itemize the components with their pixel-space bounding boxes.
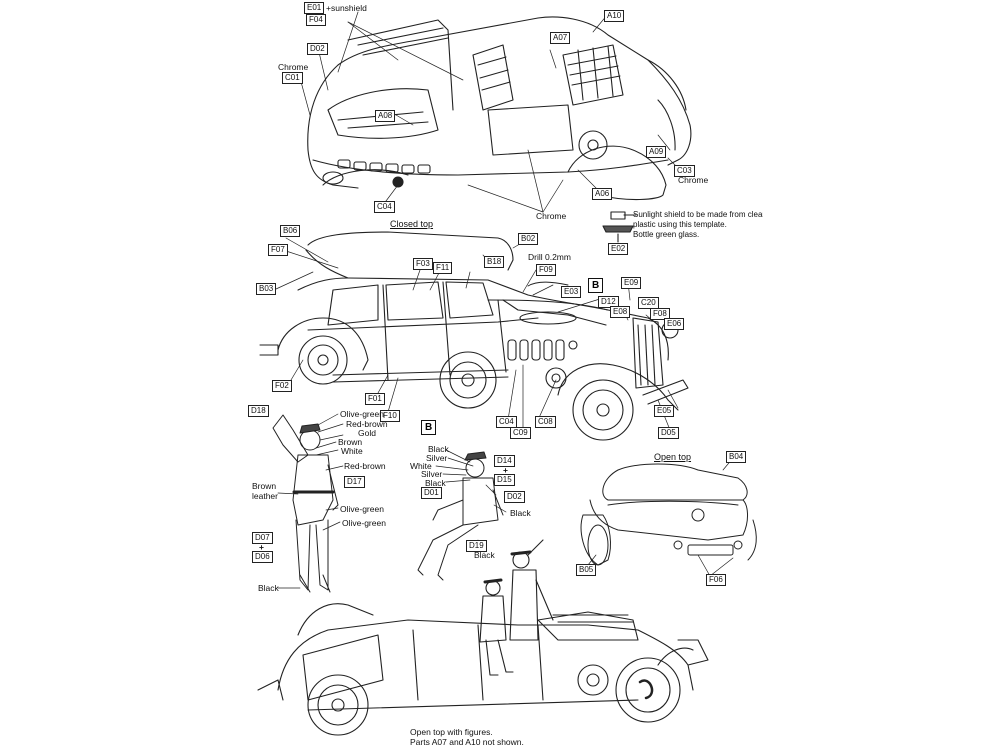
part-label: C03	[674, 165, 695, 177]
part-label: E09	[621, 277, 642, 289]
part-label: B04	[726, 451, 747, 463]
paint-note: Black	[425, 478, 446, 488]
paint-note: Brown	[338, 437, 363, 447]
instruction-sheet: E01 +sunshield F04 A10 A07 D02 Chrome C0…	[238, 0, 763, 750]
part-label: B06	[280, 225, 301, 237]
part-label: F07	[268, 244, 288, 256]
part-label: C01	[282, 72, 303, 84]
part-label: D19	[466, 540, 487, 552]
sunshield-template	[610, 211, 626, 220]
part-label: B18	[484, 256, 505, 268]
sunlight-note-line3: Bottle green glass.	[633, 230, 700, 239]
sunlight-note-line1: Sunlight shield to be made from clear	[633, 210, 763, 219]
paint-note: Black	[510, 508, 531, 518]
open-top-with-figures-drawing	[257, 539, 709, 736]
paint-note: Red-brown	[344, 461, 386, 471]
sunlight-note-line2: plastic using this template.	[633, 220, 727, 229]
part-label: C08	[535, 416, 556, 428]
part-label: A09	[646, 146, 667, 158]
sunshield-callout: +sunshield	[326, 3, 367, 13]
part-label: F09	[536, 264, 556, 276]
part-label: D02	[504, 491, 525, 503]
part-label: F08	[650, 308, 670, 320]
chrome-label: Chrome	[278, 62, 309, 72]
closed-top-drawing	[259, 231, 689, 441]
part-label: F04	[306, 14, 326, 26]
part-label: F06	[706, 574, 726, 586]
part-label: E01	[304, 2, 325, 14]
paint-note: Olive-green	[340, 504, 384, 514]
part-label: F10	[380, 410, 400, 422]
part-label: E02	[608, 243, 629, 255]
paint-note: Brown	[252, 481, 277, 491]
chrome-label: Chrome	[536, 211, 567, 221]
part-label: D15	[494, 474, 515, 486]
seated-driver-figure	[417, 451, 504, 581]
footer-line1: Open top with figures.	[410, 727, 493, 737]
part-label: E05	[654, 405, 675, 417]
part-label: C04	[374, 201, 395, 213]
part-label: D18	[248, 405, 269, 417]
paint-note: White	[410, 461, 432, 471]
part-label: D02	[307, 43, 328, 55]
part-label: B03	[256, 283, 277, 295]
part-label: C20	[638, 297, 659, 309]
paint-note: Red-brown	[346, 419, 388, 429]
part-label: C04	[496, 416, 517, 428]
marker-b: B	[421, 420, 437, 435]
paint-note: Black	[428, 444, 449, 454]
marker-b: B	[588, 278, 604, 293]
part-label: F01	[365, 393, 385, 405]
drill-note: Drill 0.2mm	[528, 252, 571, 262]
part-label: C09	[510, 427, 531, 439]
paint-note: Olive-green	[342, 518, 386, 528]
paint-note: Black	[258, 583, 279, 593]
part-label: D06	[252, 551, 273, 563]
part-label: E06	[664, 318, 685, 330]
open-top-title: Open top	[654, 452, 692, 462]
part-label: D01	[421, 487, 442, 499]
assembly-drawings	[257, 11, 757, 736]
paint-note: Silver	[426, 453, 448, 463]
paint-note: Gold	[358, 428, 376, 438]
plus-sign: +	[259, 542, 264, 552]
part-label: B02	[518, 233, 539, 245]
part-label: A07	[550, 32, 571, 44]
part-label: D05	[658, 427, 679, 439]
part-label: D14	[494, 455, 515, 467]
paint-note: Silver	[421, 469, 443, 479]
part-label: D12	[598, 296, 619, 308]
open-top-rear-drawing	[580, 463, 757, 566]
paint-note: Black	[474, 550, 495, 560]
part-label: F11	[433, 262, 453, 274]
part-label: F03	[413, 258, 433, 270]
part-label: D17	[344, 476, 365, 488]
part-label: B05	[576, 564, 597, 576]
plus-sign: +	[503, 465, 508, 475]
part-label: E08	[610, 306, 631, 318]
paint-note: Olive-green	[340, 409, 384, 419]
paint-note: leather	[252, 491, 278, 501]
part-label: E03	[561, 286, 582, 298]
open-body-drawing	[307, 16, 692, 201]
part-label: A06	[592, 188, 613, 200]
footer-line2: Parts A07 and A10 not shown.	[410, 737, 524, 747]
part-label: D07	[252, 532, 273, 544]
standing-officer-figure	[272, 414, 339, 593]
closed-top-title: Closed top	[390, 219, 434, 229]
part-label: A08	[375, 110, 396, 122]
chrome-label: Chrome	[678, 175, 709, 185]
paint-note: White	[341, 446, 363, 456]
part-label: F02	[272, 380, 292, 392]
part-label: A10	[604, 10, 625, 22]
